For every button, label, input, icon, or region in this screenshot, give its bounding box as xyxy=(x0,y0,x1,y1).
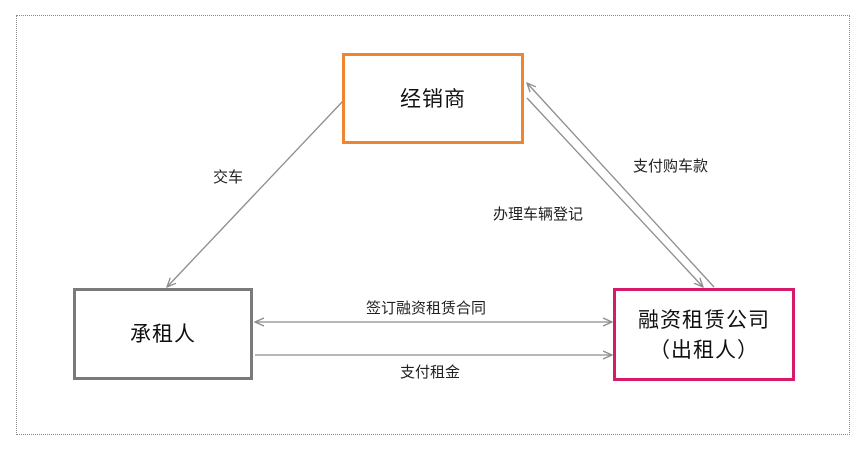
label-pay-rent: 支付租金 xyxy=(400,363,461,381)
label-deliver-car: 交车 xyxy=(213,168,244,186)
arrow-register xyxy=(526,97,703,287)
dealer-node: 经销商 xyxy=(342,53,524,144)
lessor-label-line1: 融资租赁公司 xyxy=(638,307,770,332)
arrow-deliver-car xyxy=(167,100,344,287)
label-sign-contract: 签订融资租赁合同 xyxy=(366,299,487,317)
lessor-node: 融资租赁公司 （出租人） xyxy=(613,288,795,381)
dealer-label: 经销商 xyxy=(400,86,466,111)
label-register: 办理车辆登记 xyxy=(493,205,584,223)
lessee-node: 承租人 xyxy=(73,288,253,380)
arrow-pay-car xyxy=(527,83,715,288)
lessor-label-line2: （出租人） xyxy=(649,337,759,362)
diagram-frame xyxy=(16,15,850,435)
label-pay-car: 支付购车款 xyxy=(633,157,709,175)
lessee-label: 承租人 xyxy=(130,322,196,346)
